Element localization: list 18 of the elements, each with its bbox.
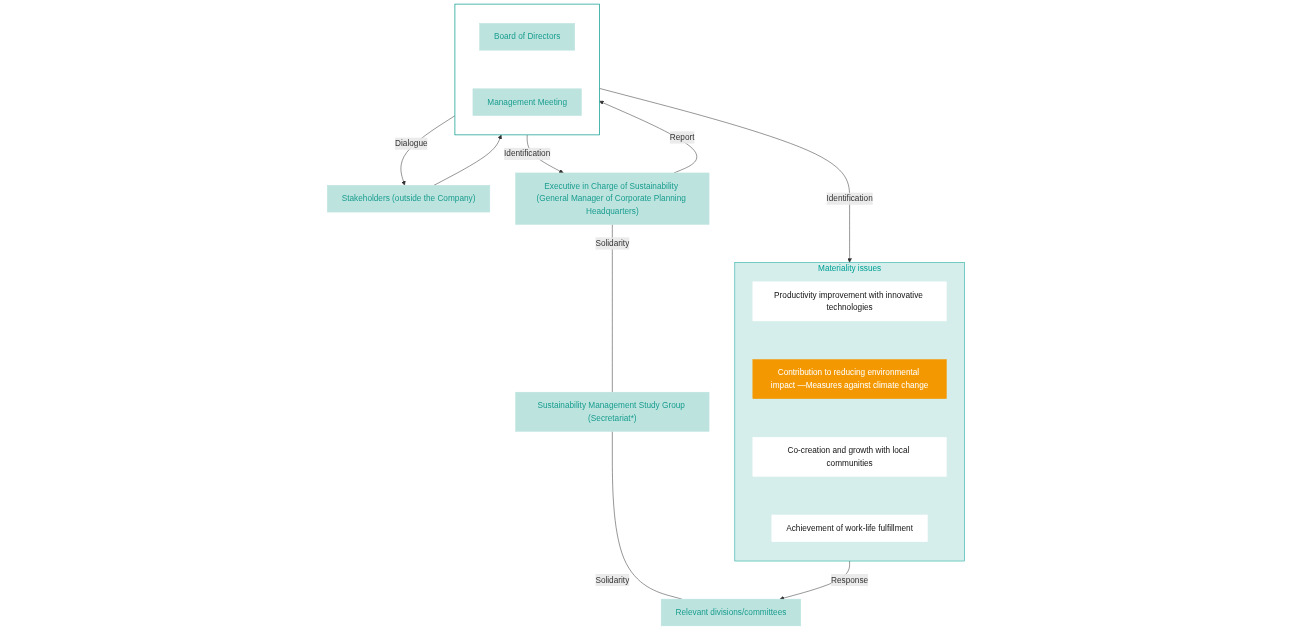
edge-label: Report	[669, 132, 695, 142]
node-box: Productivity improvement with innovative technologies	[752, 281, 947, 322]
edge-label: Solidarity	[595, 238, 630, 248]
edge-label: Solidarity	[595, 575, 630, 585]
node-box: Management Meeting	[472, 88, 582, 116]
cluster	[454, 3, 600, 136]
edge-label: Identification	[826, 194, 873, 203]
node-box: Board of Directors	[479, 23, 576, 51]
node-box: Sustainability Management Study Group (Secretariat*)	[515, 391, 710, 432]
edge-label: Identification	[504, 149, 551, 159]
node-box: Achievement of work-life fulfillment	[771, 514, 928, 542]
node-box: Stakeholders (outside the Company)	[327, 185, 491, 213]
edge-label: Response	[831, 575, 869, 585]
node-box: Contribution to reducing environmental impact —Measures against climate change	[752, 359, 947, 399]
node-box: Relevant divisions/committees	[661, 598, 802, 627]
node-box: Executive in Charge of Sustainability (General Manager of Corporate Planning Headquarters)	[515, 172, 710, 225]
edge-label: Dialogue	[395, 139, 428, 148]
node-box: Co-creation and growth with local communities	[752, 437, 947, 477]
